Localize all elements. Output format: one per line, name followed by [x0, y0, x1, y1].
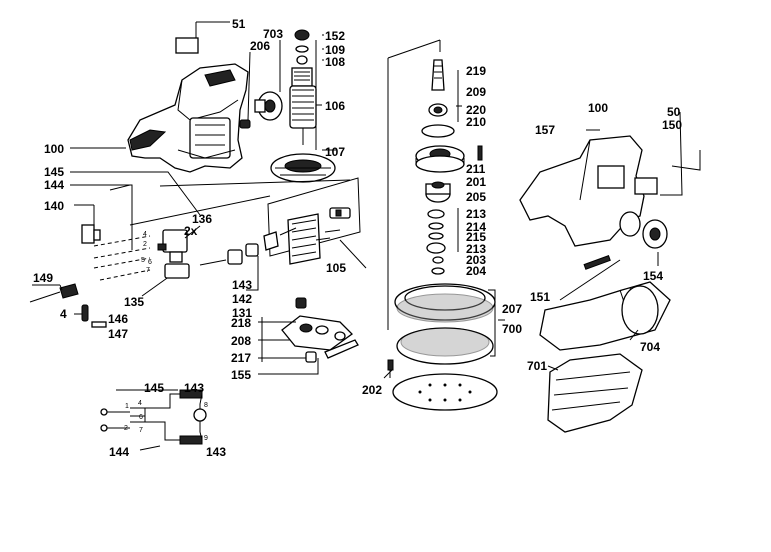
label-219: 219	[466, 64, 486, 78]
label-217: 217	[231, 351, 251, 365]
label-704: 704	[640, 340, 660, 354]
label-144-top: 144	[44, 178, 64, 192]
label-202: 202	[362, 383, 382, 397]
leader-135	[141, 275, 171, 297]
label-213-a: 213	[466, 207, 486, 221]
fan-107	[270, 153, 336, 183]
label-218: 218	[231, 316, 251, 330]
label-147: 147	[108, 327, 128, 341]
label-100-right: 100	[588, 101, 608, 115]
dustbag-frame-704	[539, 281, 671, 351]
label-208: 208	[231, 334, 251, 348]
label-154: 154	[643, 269, 663, 283]
svg-text:5: 5	[141, 257, 145, 264]
svg-text:4: 4	[143, 231, 147, 238]
sanding-disc	[392, 373, 498, 411]
label-135: 135	[124, 295, 144, 309]
label-107: 107	[325, 145, 345, 159]
label-146: 146	[108, 312, 128, 326]
gear-housing-208	[258, 297, 359, 375]
svg-text:7: 7	[139, 427, 143, 434]
label-214: 214	[466, 220, 486, 234]
clamp-146-147	[74, 304, 107, 328]
label-152: 152	[325, 29, 345, 43]
label-142: 142	[232, 292, 252, 306]
connector-numbers: 4 2 5 6 7	[141, 231, 152, 274]
svg-text:6: 6	[139, 414, 143, 421]
label-151: 151	[530, 290, 550, 304]
label-700: 700	[502, 322, 522, 336]
label-213-b: 213	[466, 242, 486, 256]
svg-text:9: 9	[204, 435, 208, 442]
label-50: 50	[667, 105, 681, 119]
screw-151	[583, 255, 611, 270]
label-2x: 2x	[184, 224, 198, 238]
svg-text:2: 2	[124, 425, 128, 432]
motor-field-box	[267, 177, 361, 265]
svg-text:8: 8	[204, 402, 208, 409]
label-703: 703	[263, 27, 283, 41]
label-144-bottom: 144	[109, 445, 129, 459]
leader-lines	[70, 34, 701, 379]
switch-135	[164, 263, 190, 279]
label-136: 136	[192, 212, 212, 226]
label-145-top: 145	[44, 165, 64, 179]
label-207: 207	[502, 302, 522, 316]
label-143-bottom: 143	[206, 445, 226, 459]
label-155: 155	[231, 368, 251, 382]
dustbag-701	[547, 353, 643, 433]
label-109: 109	[325, 43, 345, 57]
label-143-bottom-top: 143	[184, 381, 204, 395]
pad-column	[387, 39, 483, 330]
screw-202	[387, 359, 394, 378]
brush-holders	[199, 227, 297, 291]
label-150: 150	[662, 118, 682, 132]
screw-206	[239, 51, 251, 129]
label-143-mid: 143	[232, 278, 252, 292]
label-51: 51	[232, 17, 246, 31]
label-220: 220	[466, 103, 486, 117]
part-labels: 51 703 206 152 109 108 106 107 100 145 1…	[33, 17, 682, 459]
label-203: 203	[466, 253, 486, 267]
label-201: 201	[466, 175, 486, 189]
part-703	[254, 40, 283, 121]
label-149: 149	[33, 271, 53, 285]
label-4: 4	[60, 307, 67, 321]
label-card-51	[175, 37, 199, 54]
armature-106	[289, 29, 317, 150]
wiring-schematic: 1 4 6 2 7 8 9	[100, 389, 208, 451]
leader-50	[660, 111, 683, 196]
svg-text:4: 4	[138, 400, 142, 407]
label-204: 204	[466, 264, 486, 278]
label-210: 210	[466, 115, 486, 129]
module-136	[157, 225, 201, 263]
label-105: 105	[326, 261, 346, 275]
sanding-pad-207	[394, 283, 496, 365]
svg-text:6: 6	[148, 259, 152, 266]
svg-text:7: 7	[146, 267, 150, 274]
label-206: 206	[250, 39, 270, 53]
label-100-left: 100	[44, 142, 64, 156]
label-205: 205	[466, 190, 486, 204]
housing-100-left	[127, 63, 249, 173]
adapter-154	[619, 211, 668, 266]
label-157: 157	[535, 123, 555, 137]
label-140: 140	[44, 199, 64, 213]
label-145-bottom: 145	[144, 381, 164, 395]
cable-149	[29, 283, 79, 303]
label-701: 701	[527, 359, 547, 373]
svg-text:2: 2	[143, 241, 147, 248]
label-108: 108	[325, 55, 345, 69]
label-106: 106	[325, 99, 345, 113]
switch-140	[74, 204, 101, 244]
label-209: 209	[466, 85, 486, 99]
label-215: 215	[466, 230, 486, 244]
label-131: 131	[232, 306, 252, 320]
housing-100-right	[519, 135, 658, 247]
label-211: 211	[466, 162, 486, 176]
svg-text:1: 1	[125, 403, 129, 410]
